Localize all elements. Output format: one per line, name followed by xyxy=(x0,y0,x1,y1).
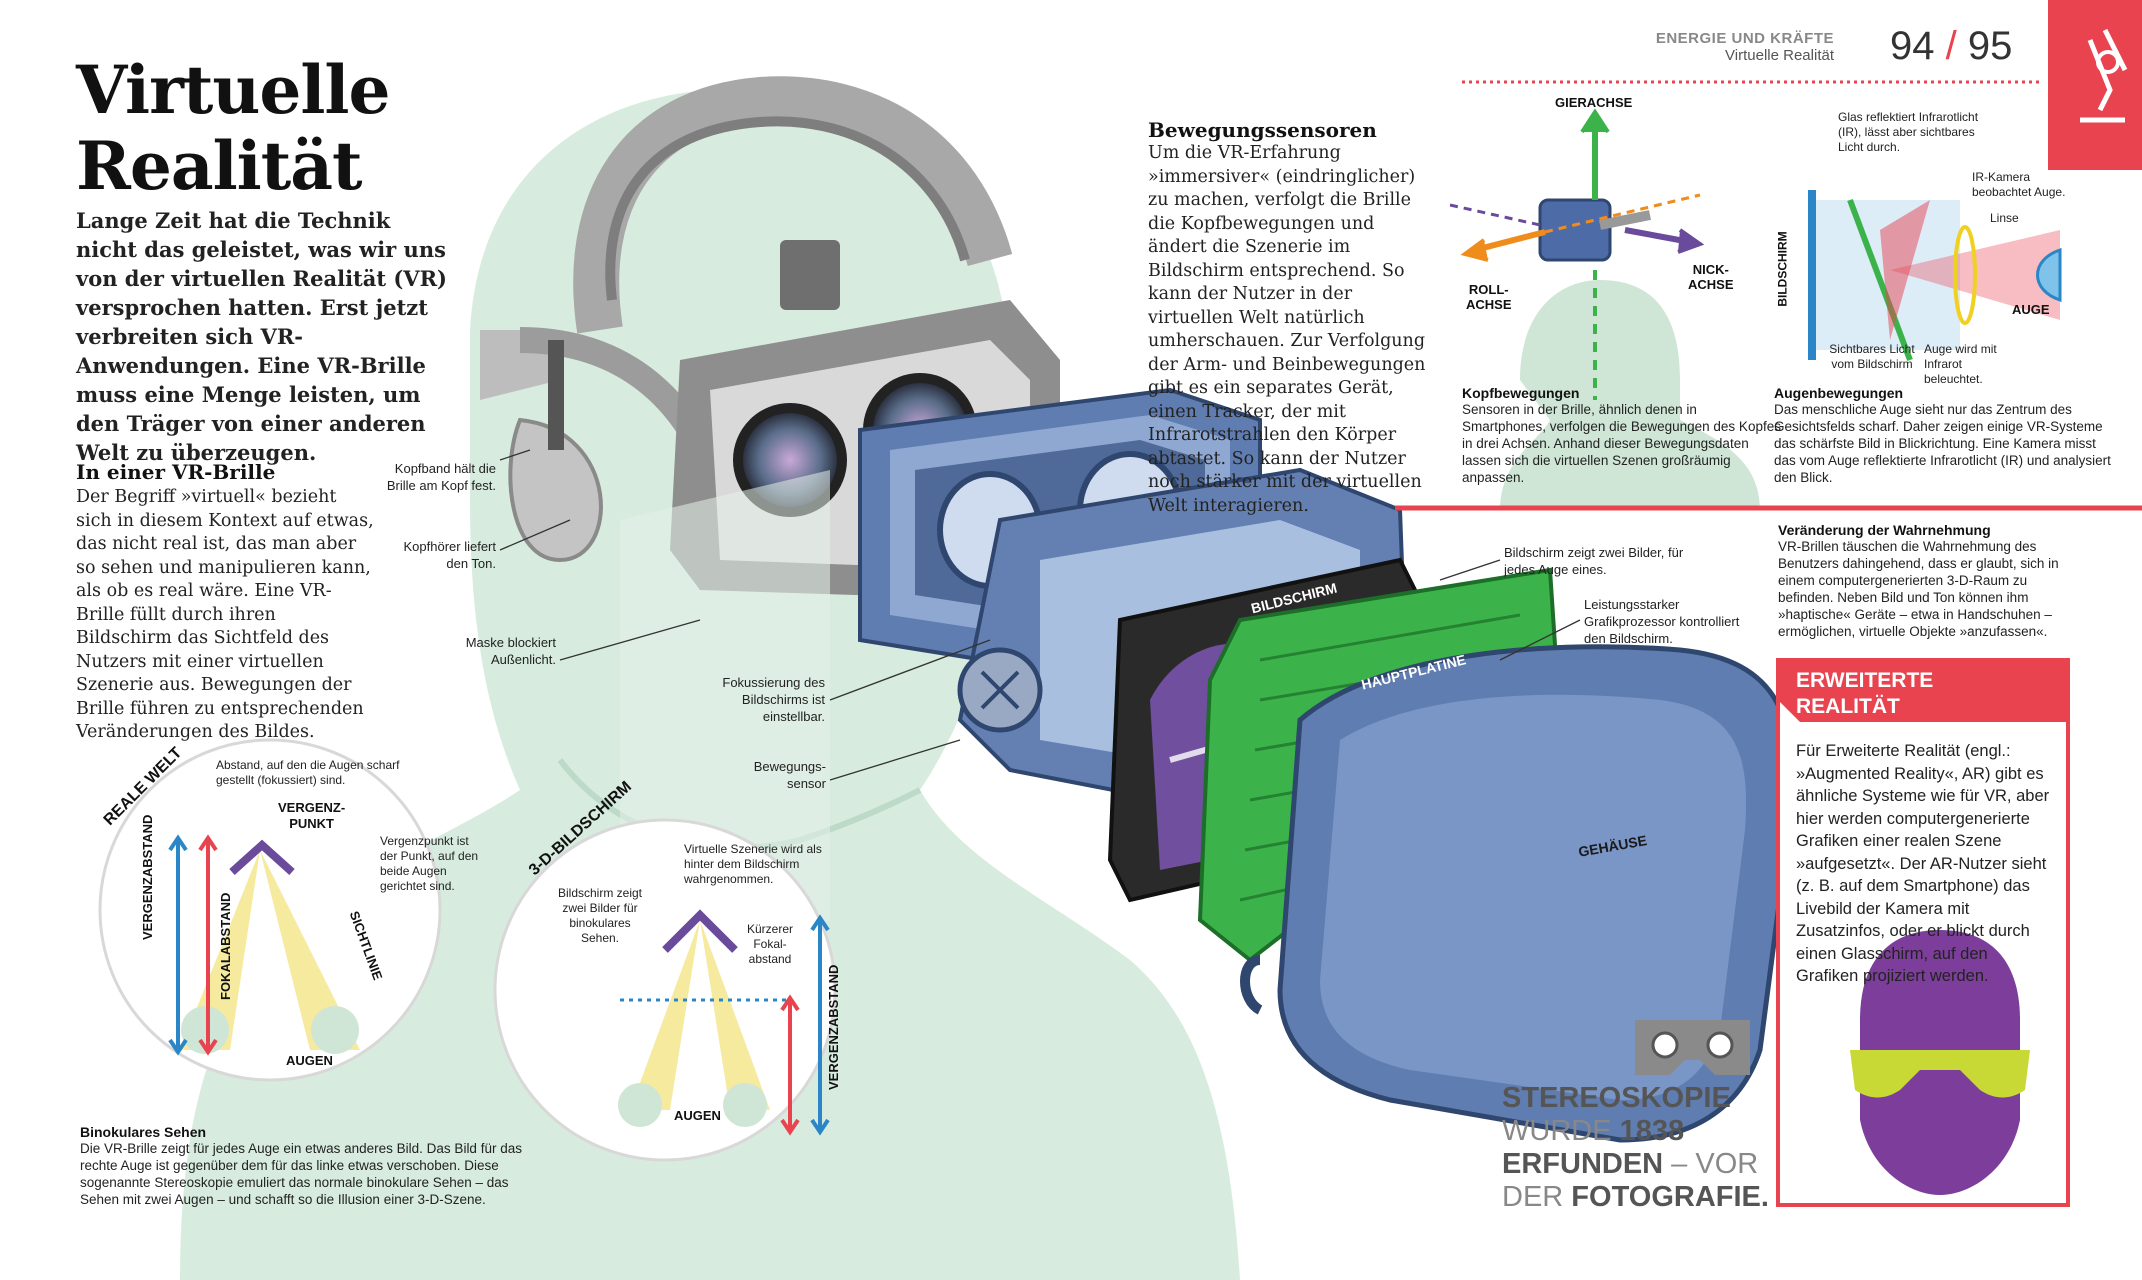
visible-light-note: Sichtbares Licht vom Bildschirm xyxy=(1829,342,1915,371)
page-title: Virtuelle Realität xyxy=(76,52,390,204)
callout-gpu: Leistungsstarker Grafikprozessor kontrol… xyxy=(1584,597,1740,646)
intro-text: Der Begriff »virtuell« bezieht sich in d… xyxy=(76,487,374,742)
head-axes-heading: Kopfbewegungen xyxy=(1462,385,1580,401)
rw-focal-distance-label: FOKALABSTAND xyxy=(218,892,233,1000)
binocular-section: Binokulares Sehen Die VR-Brille zeigt fü… xyxy=(80,1124,540,1208)
callout-screen-two: Bildschirm zeigt zwei Bilder, für jedes … xyxy=(1504,545,1684,577)
intro-section: In einer VR-Brille Der Begriff »virtuell… xyxy=(76,460,376,745)
ar-box xyxy=(1776,658,2070,1207)
motion-text: Um die VR-Erfahrung »immersiver« (eindri… xyxy=(1148,143,1426,516)
case xyxy=(1240,644,1795,1143)
fact-line-4b: FOTOGRAFIE. xyxy=(1571,1181,1769,1213)
page-numbers: 94 / 95 xyxy=(1890,24,2012,69)
running-header: ENERGIE UND KRÄFTE Virtuelle Realität xyxy=(1656,30,1834,64)
yaw-label: GIERACHSE xyxy=(1555,95,1633,110)
lens-label: Linse xyxy=(1990,211,2019,225)
perception-text: VR-Brillen täuschen die Wahrnehmung des … xyxy=(1778,539,2059,639)
callout-strap: Kopfband hält die Brille am Kopf fest. xyxy=(386,461,496,493)
callout-sensor: Bewegungs- sensor xyxy=(753,759,826,791)
page-right: 95 xyxy=(1967,24,2013,68)
page-slash: / xyxy=(1945,24,1957,68)
vergence-point-label: VERGENZ- PUNKT xyxy=(278,800,346,831)
vergence-point-note: Vergenzpunkt ist der Punkt, auf den beid… xyxy=(380,834,479,893)
eye-label: AUGE xyxy=(2012,302,2050,317)
perception-section: Veränderung der Wahrnehmung VR-Brillen t… xyxy=(1778,522,2078,640)
glass-note: Glas reflektiert Infrarotlicht (IR), läs… xyxy=(1838,110,1979,154)
microscope-icon xyxy=(2048,0,2142,170)
binocular-heading: Binokulares Sehen xyxy=(80,1124,207,1140)
rw-vergence-distance-label: VERGENZABSTAND xyxy=(140,814,155,940)
rw-eyes-label: AUGEN xyxy=(286,1053,333,1068)
title-line-1: Virtuelle xyxy=(76,51,390,129)
fact-line-4a: DER xyxy=(1502,1181,1572,1213)
perception-heading: Veränderung der Wahrnehmung xyxy=(1778,522,1991,538)
ar-title: ERWEITERTE REALITÄT xyxy=(1796,668,1933,720)
vr-viewer-icon xyxy=(1635,1020,1750,1075)
pitch-label: NICK- ACHSE xyxy=(1688,262,1734,292)
section-name: ENERGIE UND KRÄFTE xyxy=(1655,30,1834,47)
real-world-circle xyxy=(98,738,442,1082)
ar-text: Für Erweiterte Realität (engl.: »Augment… xyxy=(1796,742,2050,985)
eye-tracking-heading: Augenbewegungen xyxy=(1774,385,1904,401)
subsection-name: Virtuelle Realität xyxy=(1725,47,1834,64)
head-axes-caption: Kopfbewegungen Sensoren in der Brille, ä… xyxy=(1462,385,1782,486)
eye-screen-label: BILDSCHIRM xyxy=(1775,231,1790,307)
fact-line-2b: 1838 xyxy=(1619,1115,1685,1147)
callout-headphones: Kopfhörer liefert den Ton. xyxy=(403,539,497,571)
head-axes-text: Sensoren in der Brille, ähnlich denen in… xyxy=(1462,402,1781,485)
callout-lines xyxy=(499,449,1581,781)
eye-tracking-diagram xyxy=(1808,190,2062,362)
3d-screen-circle xyxy=(493,818,837,1162)
real-world-focus-note: Abstand, auf den die Augen scharf gestel… xyxy=(216,758,400,787)
binocular-text: Die VR-Brille zeigt für jedes Auge ein e… xyxy=(80,1141,522,1207)
camera-note: IR-Kamera beobachtet Auge. xyxy=(1972,170,2066,199)
callout-mask: Maske blockiert Außenlicht. xyxy=(465,635,556,667)
3d-two-images-note: Bildschirm zeigt zwei Bilder für binokul… xyxy=(557,886,643,945)
fact-line-3: ERFUNDEN – VOR xyxy=(1502,1148,1769,1181)
lead-paragraph: Lange Zeit hat die Technik nicht das gel… xyxy=(76,208,447,465)
fact-line-3b: – VOR xyxy=(1663,1148,1759,1180)
title-line-2: Realität xyxy=(76,127,362,205)
fact-line-1: STEREOSKOPIE xyxy=(1502,1082,1731,1114)
ar-title-line-1: ERWEITERTE xyxy=(1796,669,1934,692)
fact-box: STEREOSKOPIE WURDE 1838 ERFUNDEN – VOR D… xyxy=(1502,1082,1769,1214)
page-left: 94 xyxy=(1890,24,1935,68)
fact-line-4: DER FOTOGRAFIE. xyxy=(1502,1181,1769,1214)
ir-lit-note: Auge wird mit Infrarot beleuchtet. xyxy=(1924,342,1997,386)
3d-vergence-distance-label: VERGENZABSTAND xyxy=(826,964,841,1090)
eye-tracking-text: Das menschliche Auge sieht nur das Zentr… xyxy=(1774,402,2111,485)
callout-focus: Fokussierung des Bildschirms ist einstel… xyxy=(722,675,825,724)
fact-line-2: WURDE 1838 xyxy=(1502,1115,1769,1148)
motion-heading: Bewegungssensoren xyxy=(1148,118,1377,142)
3d-eyes-label: AUGEN xyxy=(674,1108,721,1123)
3d-virtual-note: Virtuelle Szenerie wird als hinter dem B… xyxy=(684,842,822,886)
3d-focal-note: Kürzerer Fokal- abstand xyxy=(746,922,793,966)
eye-tracking-caption: Augenbewegungen Das menschliche Auge sie… xyxy=(1774,385,2114,486)
intro-heading: In einer VR-Brille xyxy=(76,460,276,484)
ar-title-line-2: REALITÄT xyxy=(1796,695,1900,718)
fact-line-3a: ERFUNDEN xyxy=(1502,1148,1664,1180)
head-axes-diagram xyxy=(1449,108,1760,510)
motion-section: Bewegungssensoren Um die VR-Erfahrung »i… xyxy=(1148,118,1430,518)
fact-line-2a: WURDE xyxy=(1502,1115,1620,1147)
roll-label: ROLL- ACHSE xyxy=(1466,282,1512,312)
